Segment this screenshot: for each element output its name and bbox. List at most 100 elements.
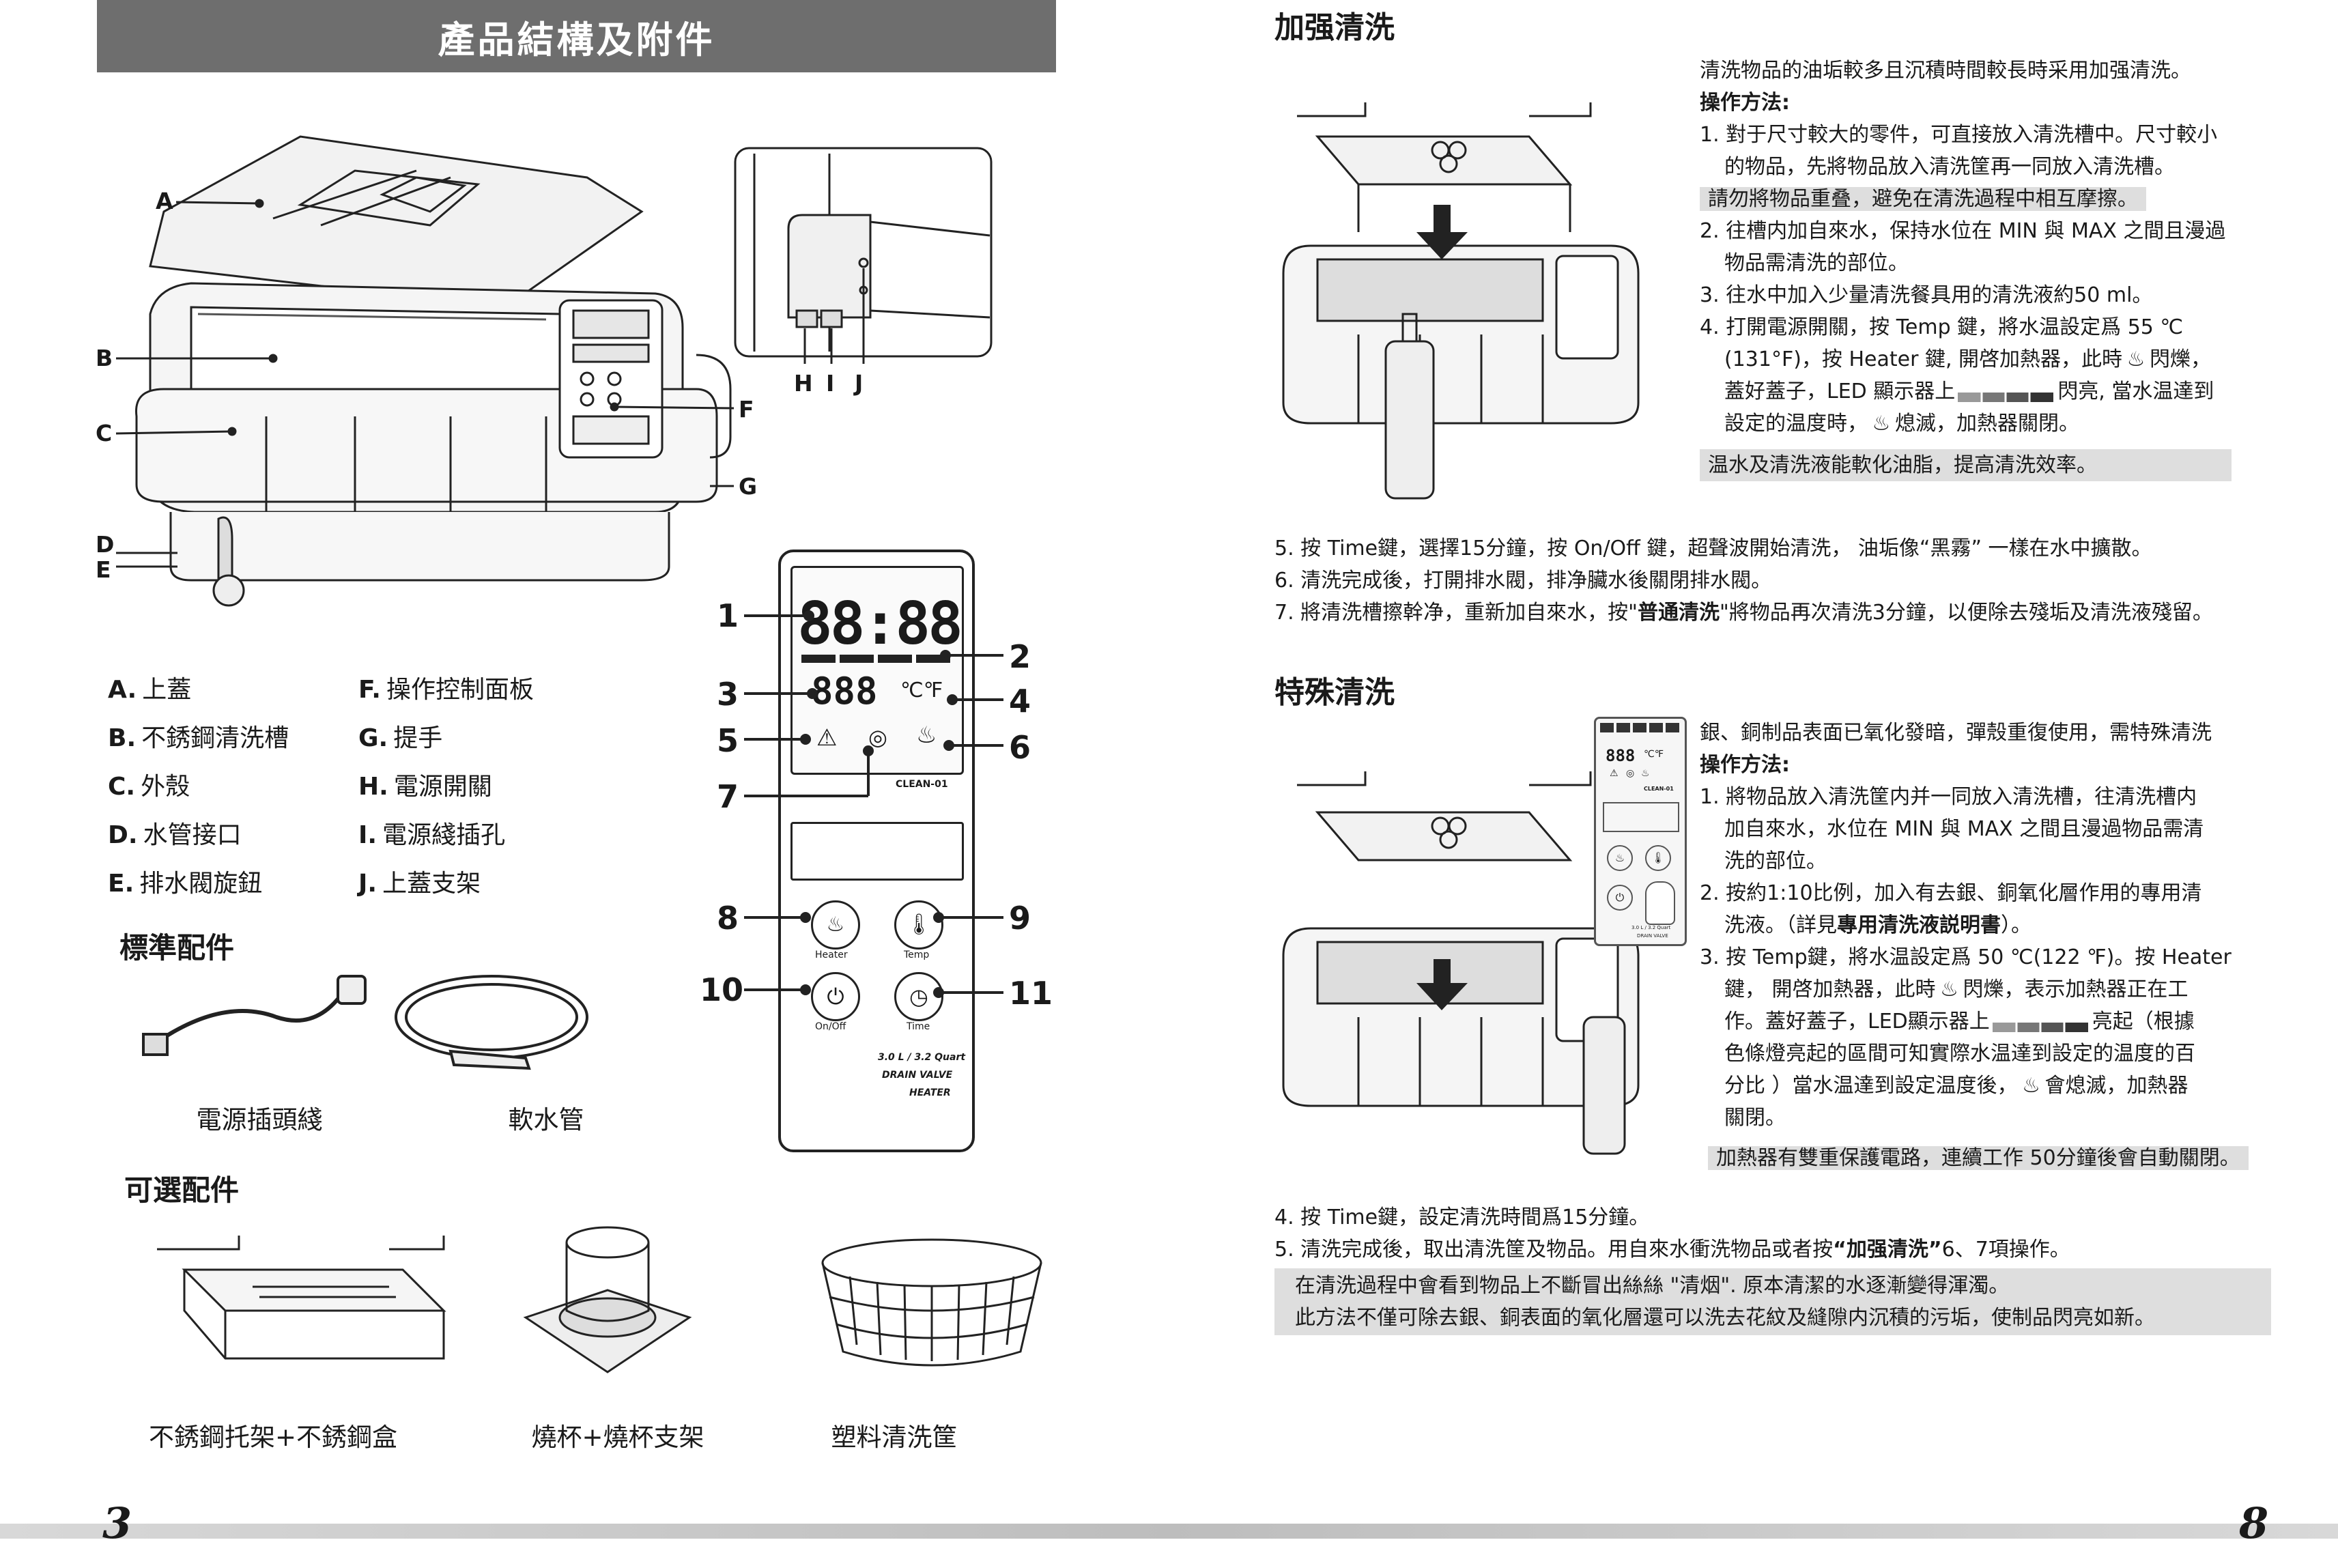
mini-heater-button[interactable]: ♨: [1607, 845, 1633, 871]
part-letter-g: G: [739, 473, 758, 500]
step-line: 5. 按 Time鍵，選擇15分鐘，按 On/Off 鍵，超聲波開始清洗， 油垢…: [1274, 537, 2152, 560]
mini-power-button[interactable]: ⏻: [1607, 885, 1633, 911]
step-line: (131°F)，按 Heater 鍵, 開啓加熱器，此時♨閃爍，: [1700, 343, 2300, 375]
caption-plastic-basket: 塑料清洗筐: [831, 1423, 958, 1452]
led-bar: [1992, 1023, 2088, 1032]
step-line: 6. 清洗完成後，打開排水閥，排净臟水後關閉排水閥。: [1274, 569, 1772, 593]
callout-6: 6: [1009, 729, 1031, 766]
time-button[interactable]: ◷: [894, 972, 943, 1021]
section-title-intensive: 加强清洗: [1274, 10, 1395, 45]
section-title-special: 特殊清洗: [1274, 675, 1395, 710]
heater-text-label: HEATER: [909, 1087, 951, 1098]
intensive-clean-diagram: [1270, 96, 1666, 505]
step-line: 的物品，先將物品放入清洗筐再一同放入清洗槽。: [1724, 155, 2175, 179]
special-steps-continued: 4. 按 Time鍵，設定清洗時間爲15分鐘。 5. 清洗完成後，取出清洗筐及物…: [1274, 1201, 2312, 1335]
callout-3: 3: [717, 676, 739, 713]
mini-display-top: [1600, 723, 1681, 732]
step-line: 3. 按 Temp鍵，將水温設定爲 50 ℃(122 ℉)。按 Heater: [1700, 945, 2232, 969]
step-line: 關閉。: [1724, 1106, 1786, 1130]
water-hose-icon: [389, 969, 594, 1079]
method-label: 操作方法:: [1700, 91, 1790, 115]
footer-rule: [0, 1524, 2338, 1539]
legend-column-2: F.操作控制面板 G.提手 H.電源開關 I.電源綫插孔 J.上蓋支架: [358, 666, 534, 908]
standard-accessories-title: 標準配件: [119, 931, 235, 965]
heat-icon: ♨: [2022, 1074, 2040, 1098]
note-box: 加熱器有雙重保護電路，連續工作 50分鐘後會自動關閉。: [1700, 1142, 2300, 1174]
special-clean-text: 銀、銅制品表面已氧化發暗，彈殼重復使用，需特殊清洗 操作方法: 1. 將物品放入…: [1700, 717, 2300, 1174]
step-line: 3. 往水中加入少量清洗餐具用的清洗液約50 ml。: [1700, 283, 2153, 307]
power-cord-icon: [140, 969, 372, 1058]
step-line: 2. 往槽内加自來水，保持水位在 MIN 與 MAX 之間且漫過: [1700, 219, 2226, 243]
capacity-label: 3.0 L / 3.2 Quart: [878, 1052, 966, 1063]
mini-panel-diagram: 888 ℃℉ ⚠ ◎ ♨ CLEAN-01 ♨ 🌡 ⏻ 3.0 L / 3.2 …: [1594, 717, 1687, 946]
step-line: 4. 按 Time鍵，設定清洗時間爲15分鐘。: [1274, 1206, 1650, 1229]
note-box: 在清洗過程中會看到物品上不斷冒出絲絲 "清烟". 原本清潔的水逐漸變得渾濁。 此…: [1274, 1268, 2271, 1335]
mini-model: CLEAN-01: [1644, 786, 1674, 792]
step-line: 2. 按約1:10比例，加入有去銀、銅氧化層作用的專用清: [1700, 881, 2202, 905]
part-letter-h: H: [794, 370, 813, 397]
part-letter-d: D: [96, 531, 115, 558]
part-leader-lines: [0, 0, 1024, 614]
legend-item: F.操作控制面板: [358, 676, 534, 704]
note-line: 在清洗過程中會看到物品上不斷冒出絲絲 "清烟". 原本清潔的水逐漸變得渾濁。: [1295, 1274, 2010, 1298]
step-line: 蓋好蓋子，LED 顯示器上閃亮, 當水温達到: [1724, 380, 2214, 403]
lcd-display: [790, 566, 964, 775]
part-letter-f: F: [739, 396, 754, 423]
cleaner-diagram: [96, 130, 751, 608]
legend-item: A.上蓋: [108, 676, 192, 704]
callout-8: 8: [717, 900, 739, 937]
heater-button[interactable]: ♨: [811, 900, 860, 950]
callout-7: 7: [717, 778, 739, 815]
mini-warning-icon: ⚠: [1610, 768, 1619, 779]
temp-progress-bar: [801, 655, 952, 663]
part-letter-j: J: [855, 370, 864, 397]
led-bar: [1958, 393, 2054, 402]
callout-11: 11: [1009, 975, 1053, 1012]
drain-valve-label: DRAIN VALVE: [882, 1070, 953, 1081]
step-line: 物品需清洗的部位。: [1724, 251, 1909, 275]
legend-item: J.上蓋支架: [358, 870, 481, 898]
caption-beaker-holder: 燒杯+燒杯支架: [531, 1423, 704, 1452]
page-banner: 產品結構及附件: [97, 0, 1056, 72]
power-button[interactable]: ⏻: [811, 972, 860, 1021]
caption-power-cord: 電源插頭綫: [196, 1105, 323, 1135]
mini-temp-button[interactable]: 🌡: [1645, 845, 1671, 871]
step-line: 洗液。（詳見專用清洗液説明書）。: [1724, 913, 2032, 937]
beaker-holder-icon: [519, 1222, 696, 1386]
part-letter-i: I: [826, 370, 835, 397]
side-detail-diagram: [734, 147, 993, 358]
control-panel-diagram: 88:88 888 ℃℉ ⚠ ◎ ♨ CLEAN-01 ♨ Heater 🌡 T…: [778, 550, 975, 1152]
optional-accessories-title: 可選配件: [124, 1173, 240, 1207]
legend-item: H.電源開關: [358, 773, 492, 801]
panel-leader-lines: [0, 0, 1092, 1092]
step-line: 加自來水，水位在 MIN 與 MAX 之間且漫過物品需清: [1724, 817, 2204, 841]
mini-ultrasonic-icon: ◎: [1626, 768, 1635, 779]
part-letter-b: B: [96, 345, 113, 371]
mini-temp: 888: [1606, 746, 1636, 765]
temp-display: 888: [811, 670, 878, 713]
step-line: 1. 對于尺寸較大的零件，可直接放入清洗槽中。尺寸較小: [1700, 123, 2218, 147]
temp-button[interactable]: 🌡: [894, 900, 943, 950]
note-box: 請勿將物品重叠，避免在清洗過程中相互摩擦。: [1700, 183, 2300, 215]
mini-heater-icon: ♨: [1641, 768, 1650, 779]
part-letter-a: A: [156, 188, 173, 214]
step-line: 5. 清洗完成後，取出清洗筐及物品。用自來水衝洗物品或者按“加强清洗”6、7項操…: [1274, 1238, 2070, 1261]
legend-item: G.提手: [358, 724, 443, 752]
heater-icon: ♨: [916, 722, 937, 749]
callout-9: 9: [1009, 900, 1031, 937]
part-letter-c: C: [96, 420, 113, 446]
step-line: 4. 打開電源開關，按 Temp 鍵，將水温設定爲 55 ℃: [1700, 315, 2184, 339]
stainless-rack-icon: [143, 1222, 457, 1379]
step-line: 分比 ）當水温達到設定温度後，♨會熄滅，加熱器: [1700, 1070, 2300, 1102]
step-line: 7. 將清洗槽擦幹净，重新加自來水，按"普通清洗"將物品再次清洗3分鐘，以便除去…: [1274, 601, 2213, 625]
mini-window: [1603, 802, 1679, 832]
intro-line: 清洗物品的油垢較多且沉積時間較長時采用加强清洗。: [1700, 59, 2191, 83]
method-label: 操作方法:: [1700, 753, 1790, 777]
page-number-right: 8: [2239, 1498, 2269, 1548]
note-line: 此方法不僅可除去銀、銅表面的氧化層還可以洗去花紋及縫隙内沉積的污垢，使制品閃亮如…: [1295, 1306, 2155, 1330]
mini-unit: ℃℉: [1644, 749, 1664, 760]
model-label: CLEAN-01: [896, 779, 948, 790]
legend-item: B.不銹鋼清洗槽: [108, 724, 289, 752]
special-clean-diagram: [1270, 765, 1666, 1174]
step-line: 作。蓋好蓋子，LED顯示器上亮起（根據: [1724, 1010, 2195, 1034]
